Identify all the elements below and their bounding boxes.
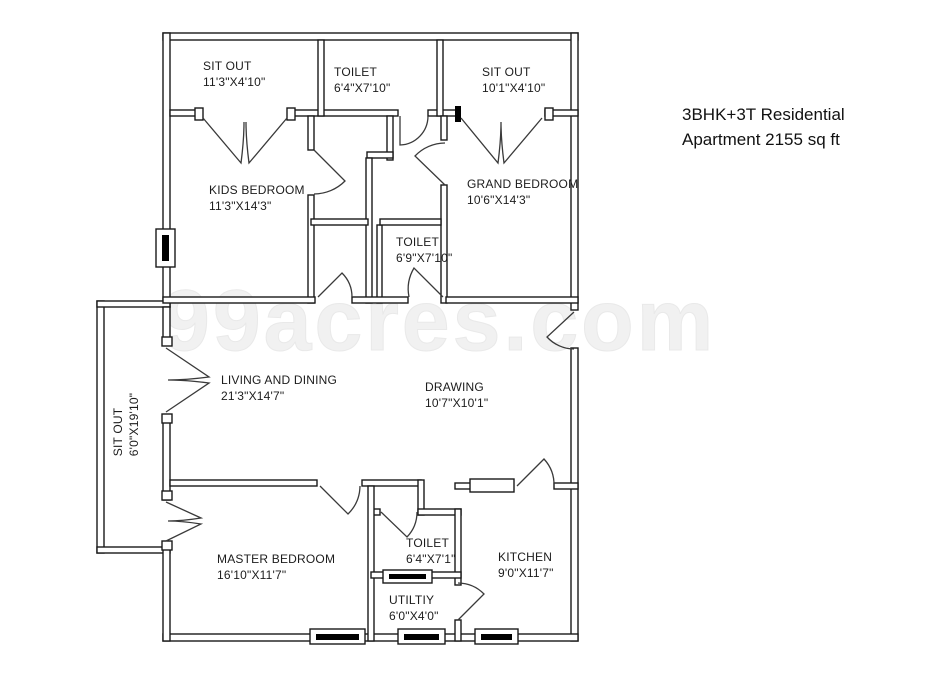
room-name: TOILET: [396, 235, 439, 249]
room-dims: 10'1"X4'10": [482, 81, 546, 96]
room-dims: 6'9"X7'10": [396, 251, 453, 266]
room-label-toilet-middle: TOILET 6'9"X7'10": [396, 234, 452, 266]
plan-title-line2: Apartment 2155 sq ft: [682, 129, 840, 149]
plan-title: 3BHK+3T Residential Apartment 2155 sq ft: [682, 103, 845, 152]
walls: [96, 32, 579, 642]
room-label-kids-bedroom: KIDS BEDROOM 11'3"X14'3": [209, 182, 305, 214]
room-name: SIT OUT: [203, 59, 252, 73]
room-name: DRAWING: [425, 380, 484, 394]
room-dims: 11'3"X4'10": [203, 75, 266, 90]
room-label-master-bedroom: MASTER BEDROOM 16'10"X11'7": [217, 551, 335, 583]
room-label-sit-out-left: SIT OUT 6'0"X19'10": [110, 336, 142, 456]
doors: [165, 115, 575, 621]
room-label-kitchen: KITCHEN 9'0"X11'7": [498, 549, 554, 581]
room-label-toilet-bottom: TOILET 6'4"X7'1": [406, 535, 456, 567]
room-label-drawing: DRAWING 10'7"X10'1": [425, 379, 488, 411]
room-label-living-dining: LIVING AND DINING 21'3"X14'7": [221, 372, 337, 404]
room-name: GRAND BEDROOM: [467, 177, 579, 191]
room-label-grand-bedroom: GRAND BEDROOM 10'6"X14'3": [467, 176, 578, 208]
room-dims: 11'3"X14'3": [209, 199, 272, 214]
watermark: 99acres.com: [161, 273, 717, 370]
room-label-sit-out-top-left: SIT OUT 11'3"X4'10": [203, 58, 265, 90]
room-dims: 6'0"X19'10": [127, 392, 141, 457]
room-dims: 21'3"X14'7": [221, 389, 285, 404]
room-dims: 10'7"X10'1": [425, 396, 489, 411]
room-dims: 9'0"X11'7": [498, 566, 554, 581]
room-name: LIVING AND DINING: [221, 373, 338, 387]
room-name: UTILTIY: [389, 593, 435, 607]
plan-title-line1: 3BHK+3T Residential: [682, 105, 845, 124]
room-name: KIDS BEDROOM: [209, 183, 305, 197]
room-name: SIT OUT: [482, 65, 531, 79]
room-label-utility: UTILTIY 6'0"X4'0": [389, 592, 439, 624]
room-name: MASTER BEDROOM: [217, 552, 336, 566]
windows: [155, 228, 519, 645]
room-dims: 6'4"X7'1": [406, 552, 456, 567]
room-dims: 10'6"X14'3": [467, 193, 531, 208]
room-name: TOILET: [406, 536, 449, 550]
room-label-sit-out-top-right: SIT OUT 10'1"X4'10": [482, 64, 545, 96]
room-dims: 16'10"X11'7": [217, 568, 287, 583]
room-label-toilet-top: TOILET 6'4"X7'10": [334, 64, 390, 96]
room-dims: 6'0"X4'0": [389, 609, 439, 624]
room-dims: 6'4"X7'10": [334, 81, 391, 96]
room-name: SIT OUT: [110, 407, 125, 457]
room-name: KITCHEN: [498, 550, 553, 564]
room-name: TOILET: [334, 65, 377, 79]
